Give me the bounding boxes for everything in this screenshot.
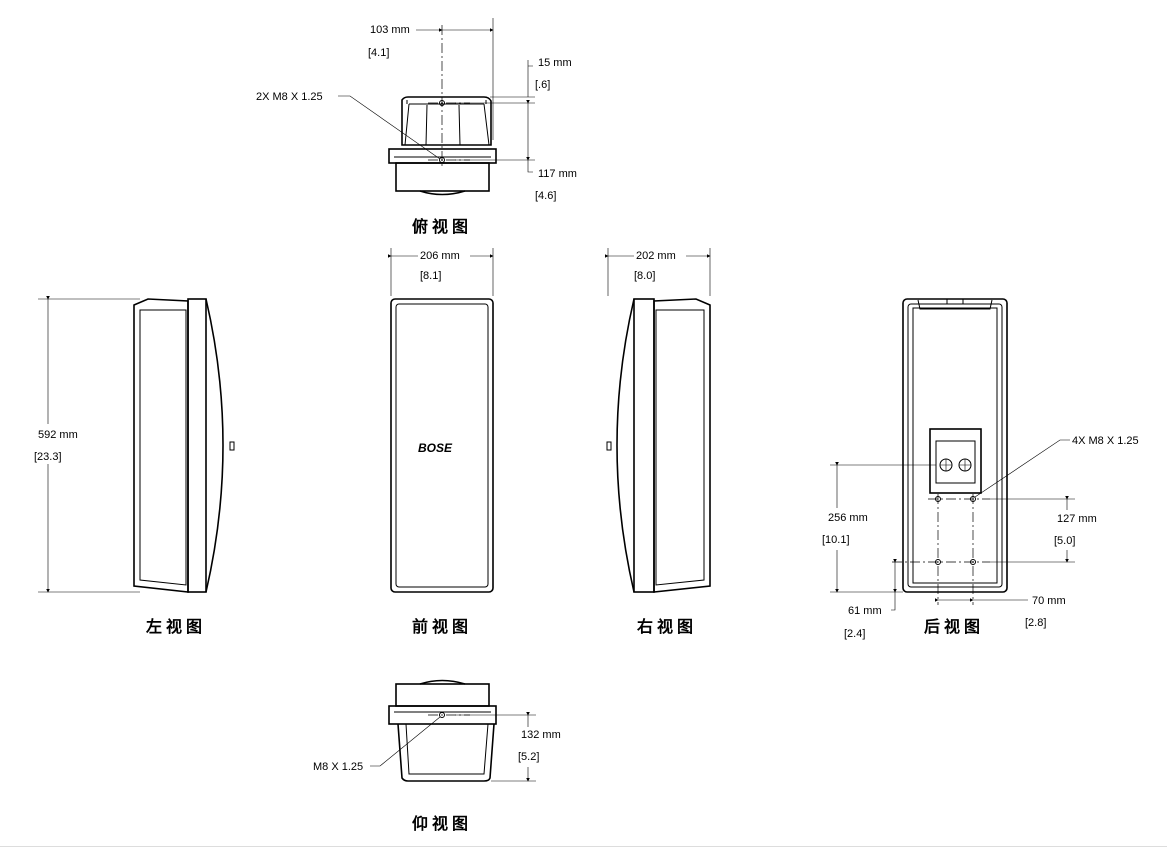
rear-256-in: [10.1]	[822, 534, 850, 546]
rear-61-in: [2.4]	[844, 628, 865, 640]
bose-logo: BOSE	[418, 441, 453, 455]
bottom-thread-callout: M8 X 1.25	[313, 761, 363, 773]
bottom-depth-in: [5.2]	[518, 751, 539, 763]
right-width-mm: 202 mm	[636, 250, 676, 262]
right-view-label: 右视图	[637, 617, 697, 636]
left-view-label: 左视图	[145, 617, 206, 636]
rear-view: 256 mm [10.1] 61 mm [2.4] 127 mm [5.0] 7…	[822, 298, 1139, 640]
left-view: 592 mm [23.3] 左视图	[30, 296, 235, 636]
left-height-in: [23.3]	[34, 451, 62, 463]
top-offset-in: [.6]	[535, 79, 550, 91]
rear-256-mm: 256 mm	[828, 512, 868, 524]
bottom-view-label: 仰视图	[412, 814, 472, 833]
rear-127-mm: 127 mm	[1057, 513, 1097, 525]
front-width-mm: 206 mm	[420, 250, 460, 262]
rear-61-mm: 61 mm	[848, 605, 882, 617]
rear-view-label: 后视图	[924, 617, 984, 636]
front-view-label: 前视图	[412, 617, 472, 636]
right-width-in: [8.0]	[634, 270, 655, 282]
top-thread-callout: 2X M8 X 1.25	[256, 91, 323, 103]
rear-70-in: [2.8]	[1025, 617, 1046, 629]
top-depth-mm: 117 mm	[538, 168, 577, 180]
left-height-mm: 592 mm	[38, 429, 78, 441]
rear-127-in: [5.0]	[1054, 535, 1075, 547]
right-view: 202 mm [8.0] 右视图	[605, 248, 711, 636]
bottom-depth-mm: 132 mm	[521, 729, 561, 741]
top-width-mm: 103 mm	[370, 24, 410, 36]
rear-70-mm: 70 mm	[1032, 595, 1066, 607]
top-view-label: 俯视图	[412, 217, 472, 236]
bottom-view: 132 mm [5.2] M8 X 1.25 仰视图	[313, 679, 570, 833]
top-width-in: [4.1]	[368, 47, 389, 59]
rear-thread-callout: 4X M8 X 1.25	[1072, 435, 1139, 447]
page-divider	[0, 846, 1167, 847]
top-offset-mm: 15 mm	[538, 57, 572, 69]
top-depth-in: [4.6]	[535, 190, 556, 202]
top-view: 103 mm [4.1] 15 mm [.6] 117 mm [4.6] 2X …	[256, 18, 577, 236]
front-view: BOSE 206 mm [8.1] 前视图	[388, 248, 494, 636]
front-width-in: [8.1]	[420, 270, 441, 282]
